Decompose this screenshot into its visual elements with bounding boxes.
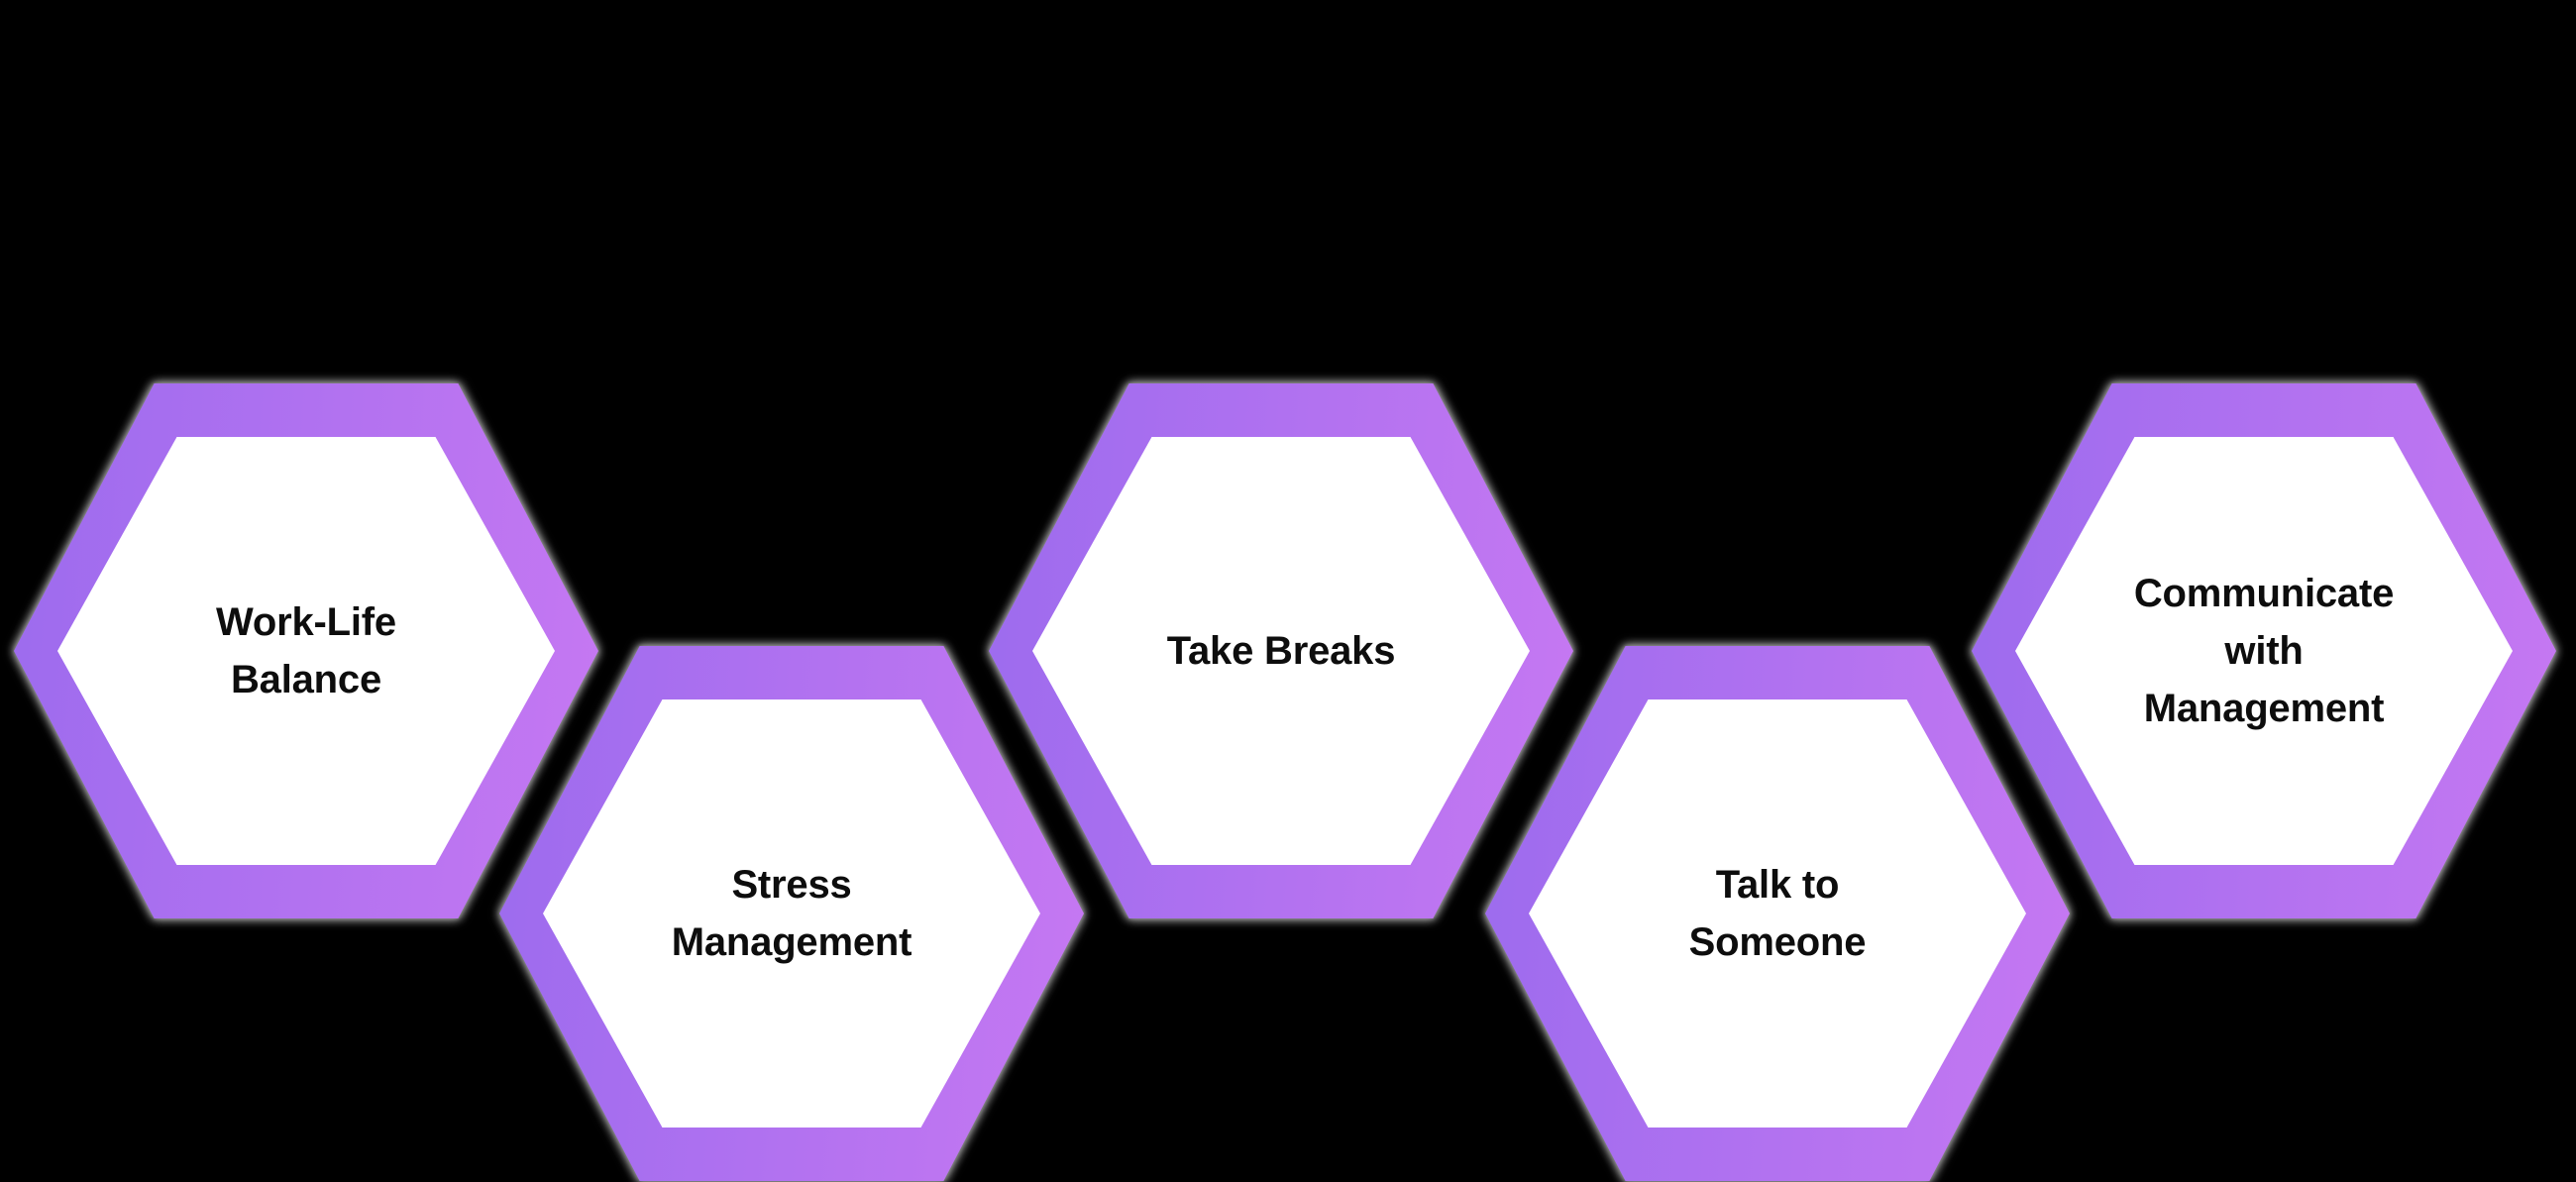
hexagon-label: Communicate with Management bbox=[1972, 383, 2556, 918]
hexagon-border: Stress Management bbox=[499, 646, 1084, 1181]
hexagon-communicate-with-management: Communicate with Management bbox=[1972, 383, 2556, 918]
hexagon-stress-management: Stress Management bbox=[499, 646, 1084, 1181]
hexagon-fill bbox=[57, 437, 555, 865]
hexagon-border: Communicate with Management bbox=[1972, 383, 2556, 918]
hexagon-label-text: Take Breaks bbox=[1166, 629, 1396, 673]
hexagon-label: Stress Management bbox=[499, 646, 1084, 1181]
hexagon-border: Take Breaks bbox=[989, 383, 1573, 918]
hexagon-label-text: Work-Life Balance bbox=[216, 600, 396, 701]
hexagon-fill bbox=[1032, 437, 1530, 865]
hexagon-border: Talk to Someone bbox=[1485, 646, 2070, 1181]
hexagon-label: Take Breaks bbox=[989, 383, 1573, 918]
hexagon-fill bbox=[543, 699, 1040, 1128]
hexagon-label: Talk to Someone bbox=[1485, 646, 2070, 1181]
hexagon-border: Work-Life Balance bbox=[14, 383, 598, 918]
hexagon-take-breaks: Take Breaks bbox=[989, 383, 1573, 918]
hexagon-label-text: Stress Management bbox=[671, 863, 912, 964]
hexagon-label-text: Communicate with Management bbox=[2133, 572, 2395, 730]
hexagon-work-life-balance: Work-Life Balance bbox=[14, 383, 598, 918]
hexagon-fill bbox=[1529, 699, 2026, 1128]
hexagon-label: Work-Life Balance bbox=[14, 383, 598, 918]
hexagon-fill bbox=[2015, 437, 2513, 865]
hexagon-talk-to-someone: Talk to Someone bbox=[1485, 646, 2070, 1181]
hexagon-label-text: Talk to Someone bbox=[1688, 863, 1867, 964]
